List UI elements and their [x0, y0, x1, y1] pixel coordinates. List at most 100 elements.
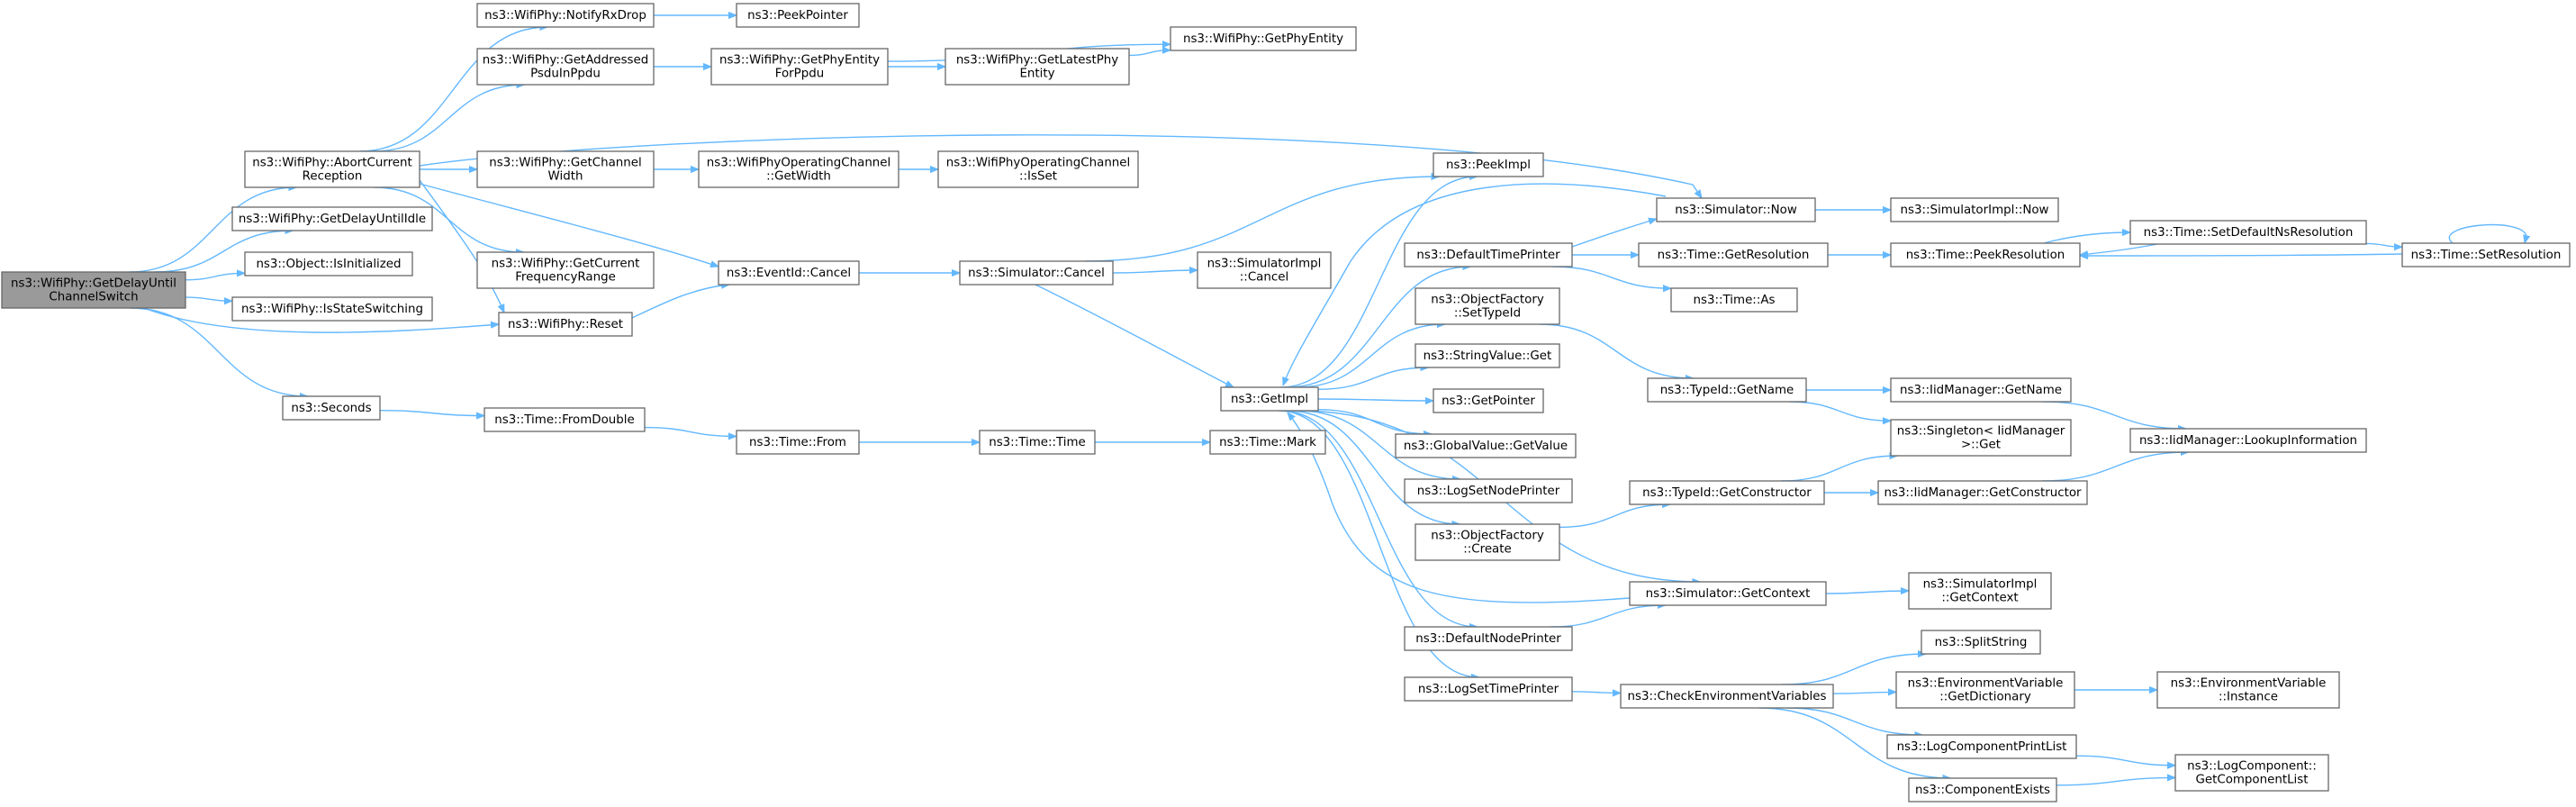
node-peekres[interactable]: ns3::Time::PeekResolution: [1890, 242, 2081, 267]
node-envinstance[interactable]: ns3::EnvironmentVariable::Instance: [2156, 671, 2340, 709]
node-label: ns3::GetImpl: [1231, 393, 1308, 406]
node-setdefns[interactable]: ns3::Time::SetDefaultNsResolution: [2129, 220, 2367, 245]
node-label: ns3::Object::IsInitialized: [256, 258, 401, 271]
node-logprintlist[interactable]: ns3::LogComponentPrintList: [1886, 734, 2077, 759]
node-timeas[interactable]: ns3::Time::As: [1670, 287, 1798, 313]
node-simnow[interactable]: ns3::Simulator::Now: [1656, 197, 1816, 222]
node-simimplctx[interactable]: ns3::SimulatorImpl::GetContext: [1908, 572, 2052, 610]
edge-typegetctor-to-singleton: [1781, 456, 1897, 482]
node-settypeid[interactable]: ns3::ObjectFactory::SetTypeId: [1415, 287, 1560, 325]
node-lognodeprinter[interactable]: ns3::LogSetNodePrinter: [1404, 478, 1573, 503]
node-label: ns3::ComponentExists: [1915, 784, 2050, 797]
node-box: [1170, 26, 1357, 51]
node-peekimpl[interactable]: ns3::PeekImpl: [1433, 152, 1544, 177]
node-box: [937, 150, 1139, 188]
node-globalget[interactable]: ns3::GlobalValue::GetValue: [1395, 433, 1577, 458]
node-label: ns3::SimulatorImpl::Now: [1900, 204, 2048, 217]
node-simimplcancel[interactable]: ns3::SimulatorImpl::Cancel: [1197, 251, 1332, 289]
node-defnodeprinter[interactable]: ns3::DefaultNodePrinter: [1404, 626, 1573, 651]
node-label: >::Get: [1961, 439, 2001, 452]
node-label: ns3::DefaultTimePrinter: [1416, 249, 1560, 262]
node-lookupinfo[interactable]: ns3::IidManager::LookupInformation: [2129, 428, 2367, 453]
node-fromdouble[interactable]: ns3::Time::FromDouble: [484, 407, 646, 432]
node-timetime[interactable]: ns3::Time::Time: [979, 430, 1096, 455]
node-label: ::GetContext: [1941, 592, 2018, 605]
node-evcancel[interactable]: ns3::EventId::Cancel: [718, 260, 860, 286]
node-label: ns3::Time::FromDouble: [494, 413, 634, 427]
node-simimplnow[interactable]: ns3::SimulatorImpl::Now: [1890, 197, 2059, 222]
node-timefrom[interactable]: ns3::Time::From: [736, 430, 860, 455]
node-notify[interactable]: ns3::WifiPhy::NotifyRxDrop: [476, 3, 655, 28]
node-box: [1890, 377, 2072, 403]
node-box: [1647, 377, 1807, 403]
node-label: ForPpdu: [775, 68, 824, 81]
node-box: [1209, 430, 1326, 455]
edge-root-to-getdelayidle: [154, 231, 293, 273]
node-box: [476, 150, 655, 188]
node-box: [484, 407, 646, 432]
node-label: ns3::LogSetNodePrinter: [1417, 485, 1560, 498]
node-label: Width: [548, 170, 583, 184]
node-checkenv[interactable]: ns3::CheckEnvironmentVariables: [1620, 684, 1834, 709]
node-box: [1, 271, 186, 309]
edge-defnodeprinter-to-simgetctx: [1550, 605, 1666, 628]
edge-abort-to-notify: [359, 27, 547, 152]
node-singleton[interactable]: ns3::Singleton< IidManager>::Get: [1890, 419, 2072, 457]
node-setres[interactable]: ns3::Time::SetResolution: [2401, 242, 2571, 267]
node-iidgetctor[interactable]: ns3::IidManager::GetConstructor: [1877, 480, 2088, 505]
node-peekptr[interactable]: ns3::PeekPointer: [736, 3, 860, 28]
edge-simnow-to-getimpl: [1283, 183, 1667, 385]
node-box: [1908, 572, 2052, 610]
edge-peekres-to-setdefns: [2043, 232, 2130, 244]
node-box: [2174, 754, 2329, 792]
node-typegetname[interactable]: ns3::TypeId::GetName: [1647, 377, 1807, 403]
node-deftimeprinter[interactable]: ns3::DefaultTimePrinter: [1404, 242, 1573, 267]
node-envdict[interactable]: ns3::EnvironmentVariable::GetDictionary: [1895, 671, 2075, 709]
node-isinit[interactable]: ns3::Object::IsInitialized: [244, 251, 413, 277]
node-getphyentity[interactable]: ns3::WifiPhy::GetPhyEntity: [1170, 26, 1357, 51]
node-logcomplist[interactable]: ns3::LogComponent::GetComponentList: [2174, 754, 2329, 792]
node-reset[interactable]: ns3::WifiPhy::Reset: [498, 312, 633, 337]
edge-setres-to-setres: [2448, 223, 2526, 243]
node-box: [244, 150, 420, 188]
node-label: ns3::EnvironmentVariable: [1908, 677, 2064, 691]
node-getres[interactable]: ns3::Time::GetResolution: [1638, 242, 1829, 267]
node-opchwidth[interactable]: ns3::WifiPhyOperatingChannel::GetWidth: [698, 150, 899, 188]
node-splitstr[interactable]: ns3::SplitString: [1921, 630, 2041, 655]
node-label: ns3::Time::As: [1694, 294, 1776, 307]
node-simgetctx[interactable]: ns3::Simulator::GetContext: [1629, 581, 1827, 606]
node-box: [698, 150, 899, 188]
node-isstate[interactable]: ns3::WifiPhy::IsStateSwitching: [231, 296, 433, 322]
node-getpointer[interactable]: ns3::GetPointer: [1433, 388, 1544, 413]
node-label: ::Instance: [2219, 691, 2278, 704]
node-ofcreate[interactable]: ns3::ObjectFactory::Create: [1415, 523, 1560, 561]
node-label: ns3::Time::GetResolution: [1658, 249, 1810, 262]
node-box: [736, 3, 860, 28]
node-box: [282, 395, 381, 421]
node-compexists[interactable]: ns3::ComponentExists: [1908, 777, 2057, 802]
node-label: ns3::Time::From: [749, 436, 846, 449]
node-getimpl[interactable]: ns3::GetImpl: [1220, 386, 1319, 412]
node-label: ns3::DefaultNodePrinter: [1415, 632, 1561, 646]
node-logtimeprinter[interactable]: ns3::LogSetTimePrinter: [1404, 676, 1573, 702]
node-simcancel[interactable]: ns3::Simulator::Cancel: [959, 260, 1114, 286]
node-typegetctor[interactable]: ns3::TypeId::GetConstructor: [1629, 480, 1825, 505]
node-timemark[interactable]: ns3::Time::Mark: [1209, 430, 1326, 455]
node-label: ::Cancel: [1240, 271, 1288, 285]
node-strget[interactable]: ns3::StringValue::Get: [1415, 343, 1560, 368]
edge-iidgetname-to-lookupinfo: [2042, 401, 2186, 429]
node-label: ns3::IidManager::GetConstructor: [1884, 486, 2082, 500]
node-getdelayidle[interactable]: ns3::WifiPhy::GetDelayUntilIdle: [231, 206, 433, 231]
node-iidgetname[interactable]: ns3::IidManager::GetName: [1890, 377, 2072, 403]
node-isset[interactable]: ns3::WifiPhyOperatingChannel::IsSet: [937, 150, 1139, 188]
node-box: [1404, 242, 1573, 267]
node-seconds[interactable]: ns3::Seconds: [282, 395, 381, 421]
node-label: ns3::WifiPhyOperatingChannel: [707, 157, 891, 170]
